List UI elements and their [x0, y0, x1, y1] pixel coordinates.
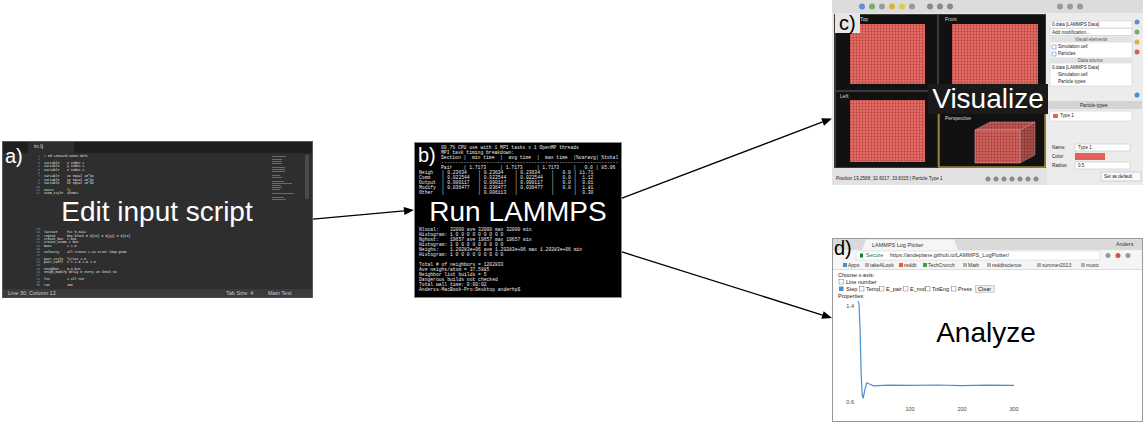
viewport-label: Left: [840, 94, 848, 100]
panel-letter: a): [5, 146, 23, 166]
ui-text: Simulation cell: [1058, 44, 1088, 49]
ui-text: 0.data [LAMMPS Data]: [1052, 65, 1099, 70]
panel-letter: c): [835, 13, 860, 33]
tab-title: in.lj: [34, 143, 43, 150]
tick-label: 300: [1004, 406, 1024, 412]
control-text: Line number: [846, 279, 877, 285]
control-text: Properties:: [838, 293, 865, 299]
flow-arrow: [622, 118, 832, 198]
code-line: run 100: [44, 284, 73, 287]
code-line: variable z index 1: [44, 169, 84, 172]
viewport-label: Perspective: [945, 116, 971, 122]
control-text: Clear: [978, 286, 991, 292]
ui-text: Color:: [1052, 154, 1064, 159]
code-line: pair_coeff 1 1 1.0 1.0 2.5: [44, 261, 96, 264]
code-line: neigh_modify delay 0 every 20 check no: [44, 271, 117, 274]
panel-letter: d): [834, 238, 852, 258]
bookmark-text: reddit: [904, 263, 917, 269]
panel-letter: b): [418, 145, 436, 165]
panel-title: Visualize: [928, 84, 1048, 114]
status-text: Position 19.2588, 32.6017, 33.8315 | Par…: [836, 176, 943, 181]
flow-arrow: [622, 252, 832, 319]
browser-text: Secure: [866, 252, 883, 258]
panel-title: Edit input script: [57, 197, 256, 227]
bookmark-text: TechCrunch: [928, 263, 955, 269]
control-text: TotEng: [932, 286, 949, 292]
ui-text: Radius:: [1052, 163, 1068, 168]
code-line: velocity all create 1.44 87287 loop geom: [44, 251, 126, 254]
browser-text: https://andeplane.github.io/LAMMPS_LogPl…: [890, 252, 1009, 258]
ui-text: Data source: [1078, 58, 1103, 63]
ui-text: Set as default: [1104, 174, 1132, 179]
terminal-line: Anderss-MacBook-Pro:Desktop anderhp$: [419, 288, 520, 293]
bookmark-text: summer2013: [1042, 263, 1071, 269]
control-text: Press: [958, 286, 972, 292]
ui-text: Particle types: [1080, 103, 1108, 108]
flow-arrow: [313, 207, 414, 219]
bookmark-text: redditscience: [992, 263, 1021, 269]
ui-text: Name:: [1052, 145, 1066, 150]
code-line: # 3d Lennard-Jones melt: [44, 155, 88, 158]
status-text: Main Text: [268, 290, 291, 296]
ui-text: Particles: [1058, 51, 1076, 56]
terminal-line: Other | | 0.006113 | | | 0.30: [419, 191, 593, 196]
screenshot-panel: c) Visualize: [832, 0, 1143, 185]
code-line: atom_style atomic: [44, 192, 78, 195]
status-text: Line 30, Column 12: [8, 290, 56, 296]
bookmark-text: Apps: [848, 263, 859, 269]
panel-title: Analyze: [932, 318, 1040, 348]
tick-label: 200: [952, 406, 972, 412]
terminal-line: Histogram: 1 0 0 0 0 0 0 0 0 0: [419, 253, 503, 258]
ui-text: Type 1: [1078, 145, 1092, 150]
bookmark-text: Math: [968, 263, 979, 269]
control-text: Choose x-axis:: [838, 272, 874, 278]
status-text: Tab Size: 4: [226, 290, 253, 296]
ui-text: 0.data [LAMMPS Data]: [1052, 22, 1099, 27]
tick-label: 0.6: [840, 399, 854, 405]
viewport-label: Front: [945, 17, 957, 23]
ui-text: 0.5: [1078, 163, 1084, 168]
browser-text: LAMMPS Log Plotter: [872, 242, 923, 248]
code-line: variable zz equal 20*$z: [44, 182, 94, 185]
tick-label: 100: [900, 406, 920, 412]
control-text: Temp: [866, 286, 879, 292]
code-line: fix 1 all nve: [44, 278, 84, 281]
control-text: E_pair: [886, 286, 902, 292]
bookmark-text: takeALook: [870, 263, 894, 269]
bookmark-text: music: [1086, 263, 1099, 269]
ui-text: Type 1: [1060, 113, 1074, 118]
control-text: Step: [846, 286, 857, 292]
ui-text: Simulation cell: [1058, 72, 1088, 77]
code-line: mass 1 1.0: [44, 245, 77, 248]
browser-text: Anders: [1116, 241, 1133, 247]
line-number: 30: [28, 284, 40, 287]
panel-title: Run LAMMPS: [425, 197, 610, 227]
ui-text: Particle types: [1058, 79, 1086, 84]
viewport-label: Top: [860, 17, 868, 23]
line-number: 12: [28, 192, 40, 195]
tick-label: 1.4: [840, 303, 854, 309]
ui-text: Add modification...: [1052, 30, 1090, 35]
control-text: E_mol: [910, 286, 926, 292]
ui-text: Visual elements: [1075, 37, 1107, 42]
